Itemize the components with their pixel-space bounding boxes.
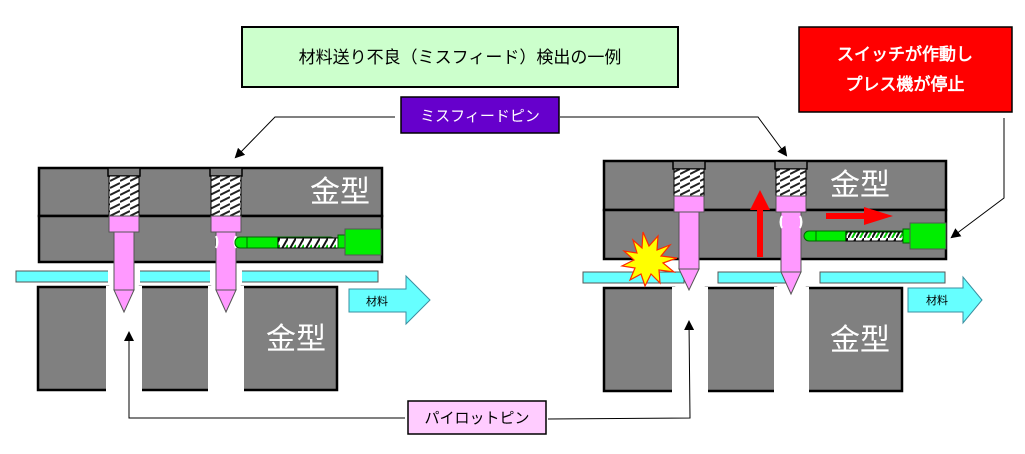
misfeed-leader-right [560,116,788,157]
collision-spark-icon [620,231,678,288]
lower-die-block [805,286,904,393]
alert-leader-line [950,118,1005,239]
limit-switch [803,222,947,250]
spring-icon [673,168,705,197]
material-strip [717,271,789,284]
upward-motion-arrow [750,190,770,257]
right-assembly: 金型 金型 [582,159,983,393]
title-text: 材料送り不良（ミスフィード）検出の一例 [299,48,622,68]
die-label-upper: 金型 [830,168,890,203]
material-label: 材料 [366,294,388,308]
pilot-pin-label-text: パイロットピン [424,409,529,427]
die-label-upper: 金型 [310,175,370,210]
lower-die-block [138,285,212,392]
pilot-pin [673,195,705,292]
rightward-motion-arrow [826,207,893,225]
pilot-pin-label: パイロットピン [407,400,547,435]
alert-line-2: プレス機が停止 [846,74,965,95]
lower-die-block [36,285,110,392]
title-box: 材料送り不良（ミスフィード）検出の一例 [241,26,679,88]
misfeed-pin [210,215,242,314]
alert-line-1: スイッチが作動し [837,44,973,65]
lower-die-block [602,286,676,393]
misfeed-leader-left [234,116,395,159]
die-label-lower: 金型 [266,322,326,357]
pilot-pin [108,215,140,314]
material-label: 材料 [926,293,948,307]
misfeed-pin [775,195,807,296]
lower-die-block [704,286,778,393]
material-strip [15,270,379,283]
limit-switch [234,228,382,256]
misfeed-pin-label: ミスフィードピン [400,96,560,134]
spring-icon [210,175,242,217]
die-label-lower: 金型 [830,323,890,358]
left-assembly: 金型 金型 [15,166,431,392]
misfeed-pin-label-text: ミスフィードピン [420,107,540,125]
spring-icon [775,168,807,197]
pilot-leader-right [547,320,695,420]
spring-icon [108,175,140,217]
material-strip [819,271,946,284]
material-feed-arrow: 材料 [907,275,983,325]
alert-box: スイッチが作動し プレス機が停止 [798,26,1013,113]
pilot-leader-left [124,331,405,419]
material-feed-arrow: 材料 [348,274,431,326]
